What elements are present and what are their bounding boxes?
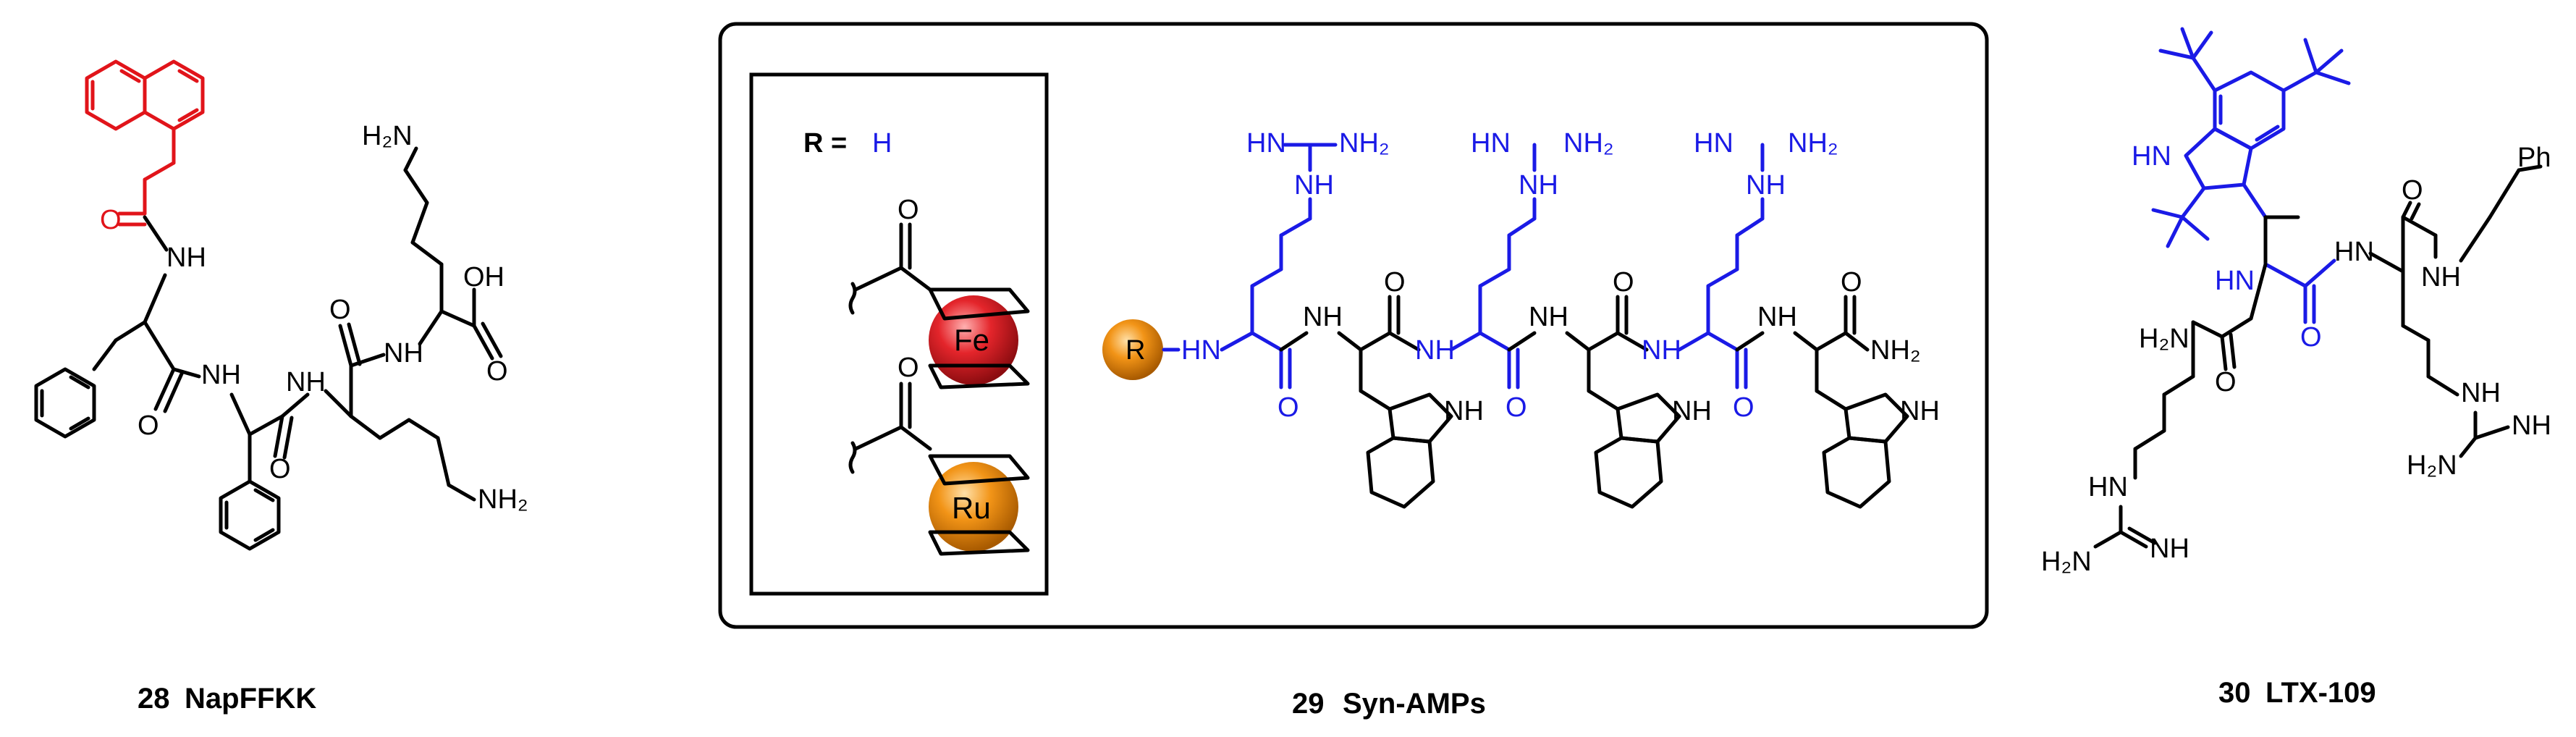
indole-hn-label: HN (2132, 141, 2171, 172)
imine-hn-label: HN (1471, 128, 1511, 159)
inset-box (749, 72, 1049, 596)
guanidine-nh-label: NH (2461, 378, 2501, 408)
tryptophan-residue: O NH (1565, 267, 1712, 509)
caption-name: LTX-109 (2265, 677, 2376, 709)
amine-label: H₂N (2041, 547, 2092, 577)
r-value-h: H (872, 128, 892, 159)
arginine-residue: O NH HN NH₂ (1677, 128, 1838, 423)
carbonyl-oxygen-label: O (100, 205, 122, 235)
molecule-syn-amps: R HN O NH HN NH₂ NH (1102, 128, 1940, 509)
indole-nh-label: NH (1444, 396, 1484, 426)
carbonyl-oxygen-label: O (1278, 392, 1299, 423)
fe-label: Fe (954, 323, 989, 357)
outer-box (718, 22, 1989, 629)
amide-nh-label: NH (1757, 302, 1797, 332)
carboxyl-oh-label: OH (463, 262, 504, 292)
tbu-indole-group: HN (2132, 27, 2351, 248)
amide-nh-label: NH (1415, 335, 1455, 366)
carbonyl-oxygen-label: O (2402, 175, 2423, 206)
caption-name: NapFFKK (185, 683, 316, 715)
carbonyl-oxygen-label: O (269, 454, 291, 484)
guanidine-nh-label: NH (1746, 170, 1786, 201)
amine-label: H₂N (2407, 450, 2457, 481)
arginine-residue: O NH HN NH₂ (1449, 128, 1614, 423)
amide-nh-label: NH (2421, 262, 2461, 292)
imine-nh-label: NH (2512, 410, 2551, 441)
amide-nh-label: NH (1529, 302, 1568, 332)
ru-label: Ru (952, 491, 991, 525)
indole-nh-label: NH (1900, 396, 1940, 426)
caption-number: 30 (2218, 677, 2251, 709)
imine-hn-label: HN (1246, 128, 1286, 159)
molecule-napffkk: O NH O NH O NH O (34, 59, 528, 551)
r-label: R (1126, 335, 1145, 366)
amide-nh-label: NH (1303, 302, 1343, 332)
arginine-residue: O NH HN NH₂ (1220, 128, 1390, 423)
amine-label: NH₂ (478, 484, 528, 515)
amide-nh2-label: NH₂ (1870, 335, 1921, 366)
r-group-inset: R = H O Fe O Ru (803, 128, 1030, 556)
amide-hn-label: HN (2334, 237, 2374, 267)
carbonyl-oxygen-label: O (329, 295, 351, 325)
molecule-ltx-109: HN HN O HN O NH (2041, 27, 2551, 577)
imine-nh-label: NH (2150, 534, 2189, 564)
amine-label: NH₂ (1563, 128, 1614, 159)
amide-nh-label: HN (1181, 335, 1221, 366)
carbonyl-oxygen-label: O (2300, 322, 2322, 353)
carbonyl-oxygen-label: O (486, 356, 508, 387)
amine-label: NH₂ (1339, 128, 1390, 159)
r-label: R = (803, 128, 847, 159)
carbonyl-oxygen-label: O (1841, 267, 1862, 298)
carbonyl-oxygen-label: O (1506, 392, 1527, 423)
amide-nh-label: NH (201, 360, 241, 390)
carbonyl-oxygen-label: O (2215, 367, 2237, 397)
amine-label: NH₂ (1788, 128, 1838, 159)
carbonyl-oxygen-label: O (1733, 392, 1754, 423)
naphthyl-group (85, 59, 205, 227)
carbonyl-oxygen-label: O (1384, 267, 1406, 298)
guanidine-hn-label: HN (2088, 472, 2128, 502)
amide-nh-label: NH (384, 338, 423, 368)
carbonyl-oxygen-label: O (898, 353, 919, 383)
caption-number: 29 (1292, 688, 1325, 720)
tryptophan-residue: O NH (1337, 267, 1484, 509)
amide-nh-label: NH (286, 367, 326, 397)
tryptophan-residue: O NH₂ NH (1793, 267, 1940, 509)
amine-label: H₂N (362, 121, 413, 151)
caption-number: 28 (138, 683, 170, 715)
guanidine-nh-label: NH (1519, 170, 1558, 201)
guanidine-nh-label: NH (1294, 170, 1334, 201)
imine-hn-label: HN (1694, 128, 1733, 159)
amine-label: H₂N (2139, 324, 2189, 354)
r-ball (1102, 319, 1163, 380)
carbonyl-oxygen-label: O (1613, 267, 1634, 298)
indole-nh-label: NH (1672, 396, 1712, 426)
carbonyl-oxygen-label: O (138, 410, 159, 441)
amide-hn-label: HN (2215, 266, 2255, 296)
carbonyl-oxygen-label: O (898, 195, 919, 225)
phenyl-label: Ph (2517, 143, 2551, 173)
amide-nh-label: NH (166, 243, 206, 273)
caption-name: Syn-AMPs (1343, 688, 1486, 720)
amide-nh-label: NH (1642, 335, 1681, 366)
